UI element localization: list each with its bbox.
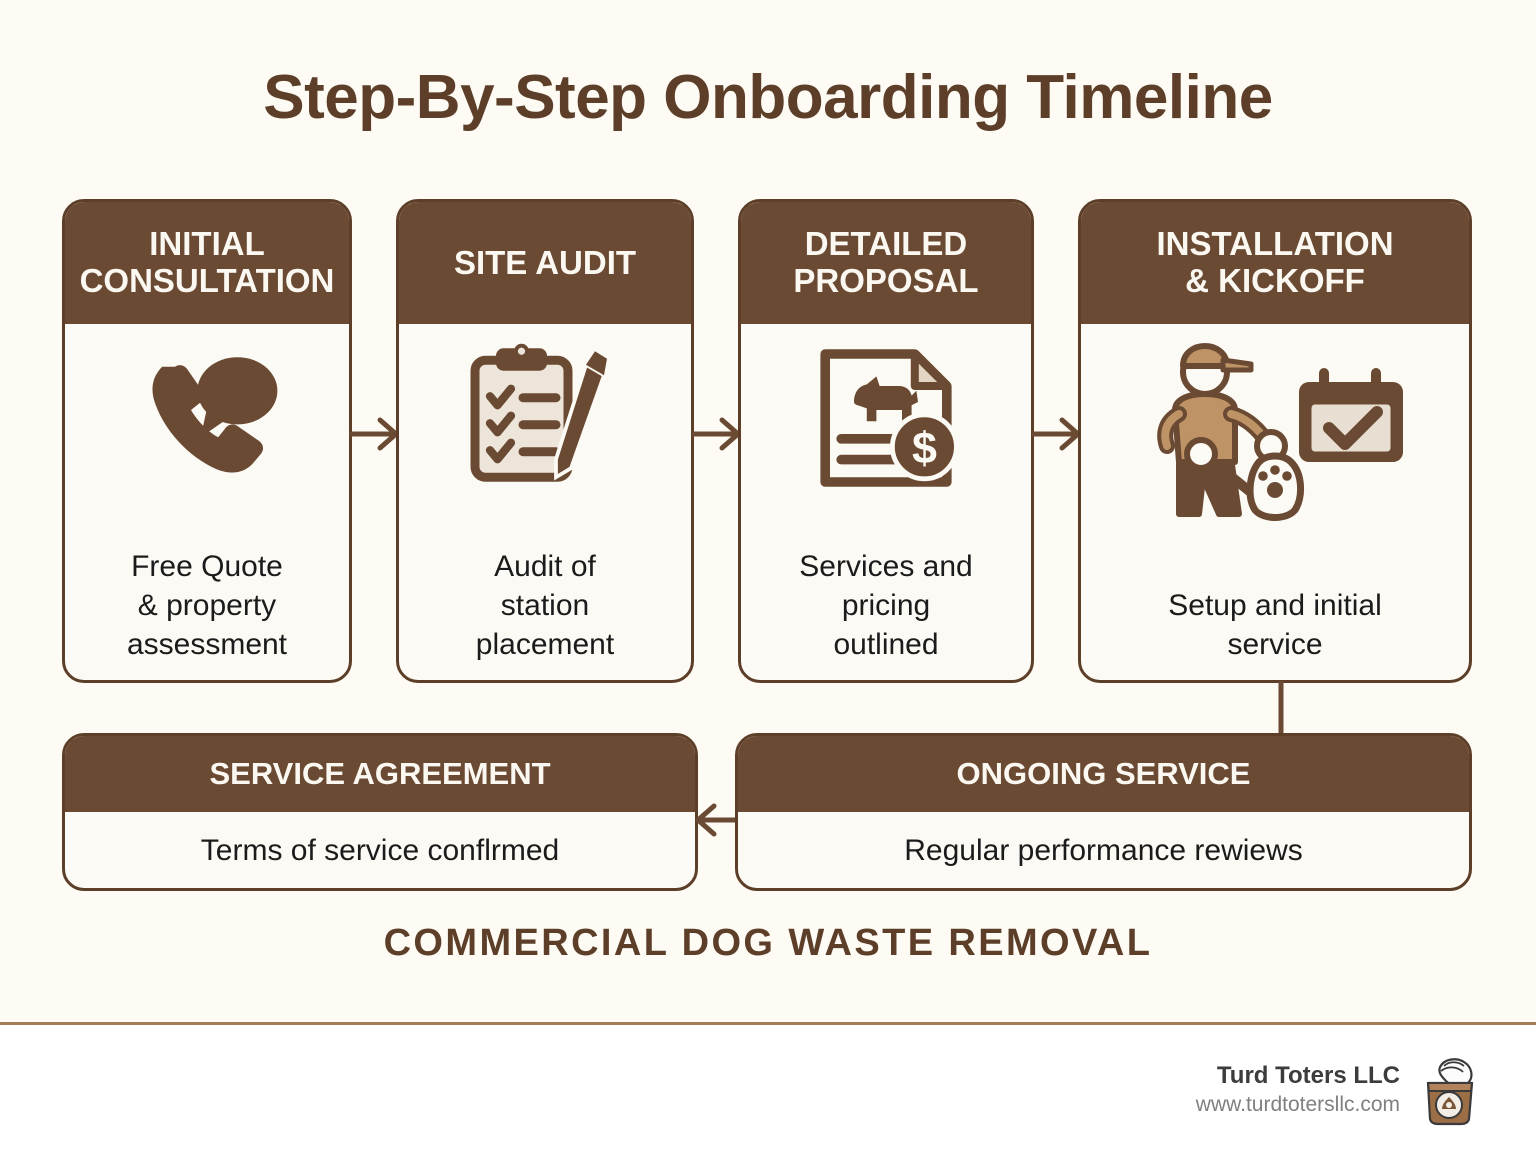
- caption-line3: placement: [475, 628, 615, 661]
- step-body-ongoing-service: Regular performance rewiews: [738, 812, 1469, 888]
- step-caption-site-audit: Audit of station placement: [476, 547, 614, 664]
- svg-text:$: $: [912, 423, 937, 473]
- step-header-installation-kickoff: INSTALLATION & KICKOFF: [1081, 202, 1469, 324]
- paper-bag-logo-icon: [1418, 1053, 1482, 1127]
- caption-line1: Free Quote: [131, 550, 283, 583]
- step-header-line2: PROPOSAL: [793, 262, 979, 299]
- step-header-line1: SERVICE AGREEMENT: [209, 755, 551, 791]
- caption-line1: Audit of: [494, 550, 596, 583]
- caption-line2: station: [500, 589, 590, 622]
- step-header-line2: & KICKOFF: [1185, 262, 1365, 299]
- step-header-line1: SITE AUDIT: [453, 243, 637, 281]
- footer-text-block: Turd Toters LLC www.turdtotersllc.com: [1196, 1061, 1400, 1118]
- worker-scooper-calendar-icon: [1135, 338, 1415, 538]
- step-caption-ongoing-service: Regular performance rewiews: [904, 831, 1303, 870]
- connector-arrow-right-2: [692, 414, 742, 454]
- step-header-initial-consultation: INITIAL CONSULTATION: [65, 202, 349, 324]
- step-body-installation-kickoff: Setup and initial service: [1081, 324, 1469, 680]
- footer-website-url[interactable]: www.turdtotersllc.com: [1195, 1092, 1400, 1116]
- step-body-service-agreement: Terms of service conflrmed: [65, 812, 695, 888]
- step-header-line2: CONSULTATION: [79, 262, 335, 299]
- phone-speech-bubble-icon: [127, 338, 287, 498]
- caption-line2: service: [1227, 628, 1323, 661]
- step-header-site-audit: SITE AUDIT: [399, 202, 691, 324]
- step-caption-service-agreement: Terms of service conflrmed: [201, 831, 559, 870]
- footer-company-name: Turd Toters LLC: [1216, 1061, 1400, 1089]
- connector-arrow-left: [695, 800, 740, 840]
- step-header-ongoing-service: ONGOING SERVICE: [738, 736, 1469, 812]
- step-card-initial-consultation[interactable]: INITIAL CONSULTATION Free Quote & proper…: [62, 199, 352, 683]
- document-dog-dollar-icon: $: [806, 338, 966, 498]
- step-card-installation-kickoff[interactable]: INSTALLATION & KICKOFF: [1078, 199, 1472, 683]
- caption-line1: Regular performance rewiews: [904, 833, 1303, 867]
- connector-arrow-right-3: [1032, 414, 1082, 454]
- step-header-detailed-proposal: DETAILED PROPOSAL: [741, 202, 1031, 324]
- caption-line1: Setup and initial: [1168, 589, 1382, 622]
- caption-line2: pricing: [841, 589, 931, 622]
- step-header-line1: INITIAL: [149, 225, 265, 263]
- step-header-line1: DETAILED: [804, 225, 968, 263]
- footer-bar: Turd Toters LLC www.turdtotersllc.com: [0, 1025, 1536, 1154]
- step-caption-detailed-proposal: Services and pricing outlined: [799, 547, 972, 664]
- step-body-site-audit: Audit of station placement: [399, 324, 691, 680]
- page-title: Step-By-Step Onboarding Timeline: [263, 63, 1273, 132]
- clipboard-checklist-pen-icon: [463, 338, 628, 498]
- step-card-service-agreement[interactable]: SERVICE AGREEMENT Terms of service confl…: [62, 733, 698, 891]
- step-header-service-agreement: SERVICE AGREEMENT: [65, 736, 695, 812]
- connector-line-down: [1266, 681, 1296, 737]
- connector-arrow-right-1: [350, 414, 400, 454]
- step-card-detailed-proposal[interactable]: DETAILED PROPOSAL $ Services and pricing: [738, 199, 1034, 683]
- footer-divider: [0, 1022, 1536, 1025]
- step-header-line1: INSTALLATION: [1156, 225, 1394, 263]
- caption-line1: Services and: [799, 550, 973, 583]
- step-card-site-audit[interactable]: SITE AUDIT: [396, 199, 694, 683]
- caption-line3: assessment: [126, 628, 288, 661]
- page-subtitle: COMMERCIAL DOG WASTE REMOVAL: [383, 922, 1153, 964]
- caption-line1: Terms of service conflrmed: [200, 833, 560, 867]
- step-body-detailed-proposal: $ Services and pricing outlined: [741, 324, 1031, 680]
- step-caption-initial-consultation: Free Quote & property assessment: [127, 547, 287, 664]
- caption-line2: & property: [137, 589, 277, 622]
- step-body-initial-consultation: Free Quote & property assessment: [65, 324, 349, 680]
- step-header-line1: ONGOING SERVICE: [956, 755, 1251, 791]
- step-card-ongoing-service[interactable]: ONGOING SERVICE Regular performance rewi…: [735, 733, 1472, 891]
- step-caption-installation-kickoff: Setup and initial service: [1168, 586, 1382, 664]
- caption-line3: outlined: [833, 628, 939, 661]
